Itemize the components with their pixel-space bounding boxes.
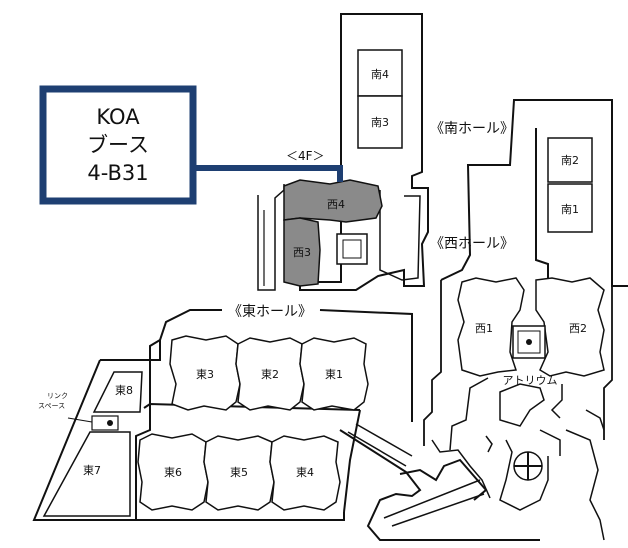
room-south1-label: 南1 — [561, 203, 579, 216]
room-south3: 南3 — [357, 95, 403, 149]
callout-booth-number: 4-B31 — [87, 161, 148, 185]
atrium-core — [512, 325, 546, 359]
connector-corridor — [347, 423, 485, 527]
room-south4: 南4 — [357, 49, 403, 97]
room-east5: 東5 — [203, 435, 275, 511]
east-hall-label: 《東ホール》 — [228, 304, 312, 320]
room-east3-label: 東3 — [196, 368, 214, 381]
south-hall-label: 《南ホール》 — [430, 121, 514, 137]
room-east1: 東1 — [299, 337, 369, 411]
room-east8-label: 東8 — [115, 384, 133, 397]
room-east4-label: 東4 — [296, 466, 314, 479]
floor-label: ＜4F＞ — [286, 149, 325, 163]
callout-company: KOA — [96, 105, 140, 129]
room-east8: 東8 — [92, 371, 143, 413]
room-west4-label: 西4 — [327, 198, 345, 211]
room-west2: 西2 — [535, 277, 605, 377]
room-west4: 西4 — [283, 179, 383, 223]
room-east4: 東4 — [269, 435, 341, 511]
room-south4-label: 南4 — [371, 68, 389, 81]
south-hall-area — [299, 13, 628, 291]
room-east6: 東6 — [137, 433, 209, 511]
east-hall-outline — [32, 309, 540, 541]
room-south1: 南1 — [547, 183, 593, 233]
atrium-label: アトリウム — [503, 374, 558, 387]
room-west1-label: 西1 — [475, 322, 493, 335]
room-east2-label: 東2 — [261, 368, 279, 381]
room-west3: 西3 — [283, 217, 321, 287]
callout-leader-line — [196, 165, 343, 182]
west-hall-4f — [257, 184, 421, 291]
room-south2-label: 南2 — [561, 154, 579, 167]
room-east7-label: 東7 — [83, 464, 101, 477]
room-west2-label: 西2 — [569, 322, 587, 335]
callout-booth-word: ブース — [87, 133, 149, 157]
link-space-label-1: リンク — [47, 392, 68, 400]
room-east3: 東3 — [169, 335, 241, 411]
link-space-label-2: スペース — [38, 402, 65, 410]
room-west3-label: 西3 — [293, 246, 311, 259]
link-space: リンク スペース — [38, 392, 119, 431]
room-east2: 東2 — [235, 337, 305, 411]
room-south3-label: 南3 — [371, 116, 389, 129]
room-east1-label: 東1 — [325, 368, 343, 381]
room-east6-label: 東6 — [164, 466, 182, 479]
room-west1: 西1 — [457, 277, 525, 377]
atrium-lower-area — [431, 377, 605, 541]
room-south2: 南2 — [547, 137, 593, 183]
room-east5-label: 東5 — [230, 466, 248, 479]
west-hall-1f — [423, 280, 613, 446]
koa-booth-callout: KOA ブース 4-B31 — [39, 85, 343, 205]
room-east7: 東7 — [42, 431, 131, 517]
west-hall-label: 《西ホール》 — [430, 236, 514, 252]
